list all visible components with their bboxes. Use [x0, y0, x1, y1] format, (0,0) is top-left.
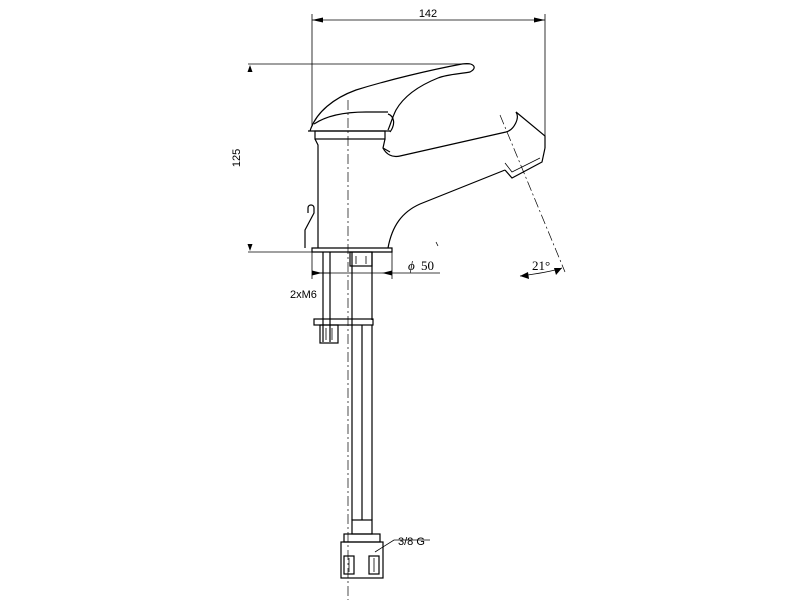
lever-inner-edge [313, 111, 388, 125]
body-base [311, 247, 393, 253]
height-arrow-top [247, 65, 253, 72]
diameter-dimension: ϕ 50 [311, 241, 440, 279]
hose-ferrule [351, 519, 373, 535]
diameter-arrow-right [382, 270, 392, 276]
thread-label: 3/8 G [398, 536, 425, 548]
width-value: 142 [419, 8, 437, 20]
spout-tip-top [515, 111, 546, 148]
fixing-plate [313, 318, 374, 326]
angle-arrow-left [520, 272, 529, 279]
nut-face-left [343, 555, 355, 575]
lever-handle [308, 63, 475, 140]
spout-top-edge [382, 111, 518, 158]
height-value: 125 [231, 149, 243, 167]
faucet-body [304, 111, 546, 253]
spout-bottom-edge [387, 169, 506, 249]
body-left-edge [314, 138, 319, 248]
angle-dimension: 21° [499, 114, 566, 279]
lever-outline [309, 63, 475, 132]
width-arrow-left [312, 17, 323, 23]
diameter-leader-mark [435, 241, 439, 247]
flexible-hose: 3/8 G [340, 325, 430, 579]
height-dimension: 125 [231, 63, 470, 253]
fixing-nut [319, 324, 339, 344]
popup-rod [304, 204, 315, 248]
diameter-value: 50 [421, 258, 434, 273]
tail-collar [349, 251, 373, 267]
cartridge-cap [314, 130, 386, 140]
hose-nut-top [343, 533, 381, 543]
diameter-symbol: ϕ [408, 258, 415, 273]
angle-axis-line [499, 114, 566, 273]
thread-leader [374, 539, 430, 553]
aerator-inner-line [504, 157, 541, 173]
lever-pivot [387, 113, 395, 133]
width-dimension: 142 [311, 8, 546, 142]
height-arrow-bottom [247, 244, 253, 251]
hose-connector-nut [340, 541, 384, 579]
width-arrow-right [534, 17, 545, 23]
angle-value: 21° [532, 258, 550, 273]
angle-arrow-right [554, 268, 562, 275]
nut-face-right [368, 555, 380, 575]
stud-label: 2xM6 [290, 289, 317, 301]
mounting-assembly: 2xM6 [290, 251, 374, 520]
aerator-outline [504, 147, 546, 179]
